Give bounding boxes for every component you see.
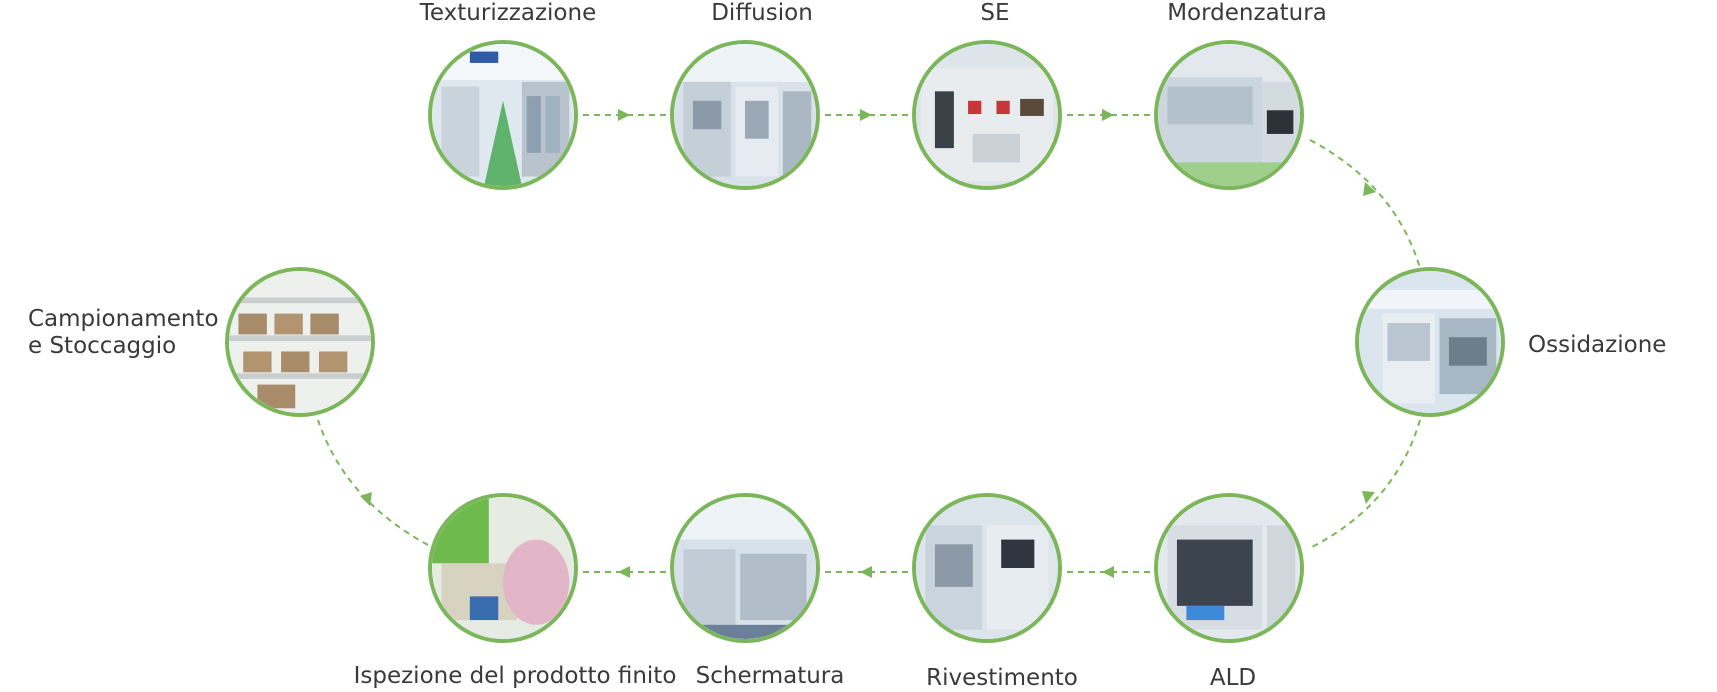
step-label-ald: ALD (1209, 665, 1257, 691)
connector-rivestimento-schermatura (825, 566, 908, 578)
arrow-icon (618, 566, 630, 578)
step-ispezione-prodotto-finito (428, 493, 578, 643)
step-label-campionamento-stoccaggio: Campionamento e Stoccaggio (28, 306, 219, 359)
factory-photo-icon (916, 497, 1058, 639)
arrow-icon (1102, 566, 1114, 578)
step-rivestimento (912, 493, 1062, 643)
factory-photo-icon (1359, 271, 1501, 413)
step-campionamento-stoccaggio (225, 267, 375, 417)
step-label-se: SE (980, 0, 1010, 26)
connector-diffusion-se (825, 109, 908, 121)
arrow-icon (360, 492, 372, 506)
connector-mordenzatura-ossidazione (1309, 139, 1421, 269)
step-label-ossidazione: Ossidazione (1528, 332, 1667, 358)
step-se (912, 40, 1062, 190)
factory-photo-icon (1158, 497, 1300, 639)
step-mordenzatura (1154, 40, 1304, 190)
factory-photo-icon (916, 44, 1058, 186)
step-label-rivestimento: Rivestimento (926, 665, 1078, 691)
connector-ossidazione-ald (1309, 419, 1421, 549)
step-ald (1154, 493, 1304, 643)
arrow-icon (1102, 109, 1114, 121)
arrow-icon (1362, 491, 1375, 504)
factory-photo-icon (674, 44, 816, 186)
factory-photo-icon (1158, 44, 1300, 186)
arrow-icon (618, 109, 630, 121)
arrow-icon (1363, 182, 1376, 196)
step-diffusion (670, 40, 820, 190)
step-texturizzazione (428, 40, 578, 190)
connector-ald-rivestimento (1067, 566, 1150, 578)
step-schermatura (670, 493, 820, 643)
arrow-icon (860, 109, 872, 121)
arrow-icon (860, 566, 872, 578)
connector-se-mordenzatura (1067, 109, 1150, 121)
step-label-diffusion: Diffusion (711, 0, 813, 26)
step-label-mordenzatura: Mordenzatura (1167, 0, 1327, 26)
connector-schermatura-ispezione (583, 566, 666, 578)
warehouse-photo-icon (229, 271, 371, 413)
step-label-schermatura: Schermatura (695, 663, 845, 689)
step-label-texturizzazione: Texturizzazione (419, 0, 597, 26)
factory-photo-icon (432, 44, 574, 186)
factory-photo-icon (432, 497, 574, 639)
connector-texturizzazione-diffusion (583, 109, 666, 121)
factory-photo-icon (674, 497, 816, 639)
step-ossidazione (1355, 267, 1505, 417)
connector-ispezione-campionamento (317, 419, 429, 546)
step-label-ispezione-prodotto-finito: Ispezione del prodotto finito (353, 663, 677, 689)
